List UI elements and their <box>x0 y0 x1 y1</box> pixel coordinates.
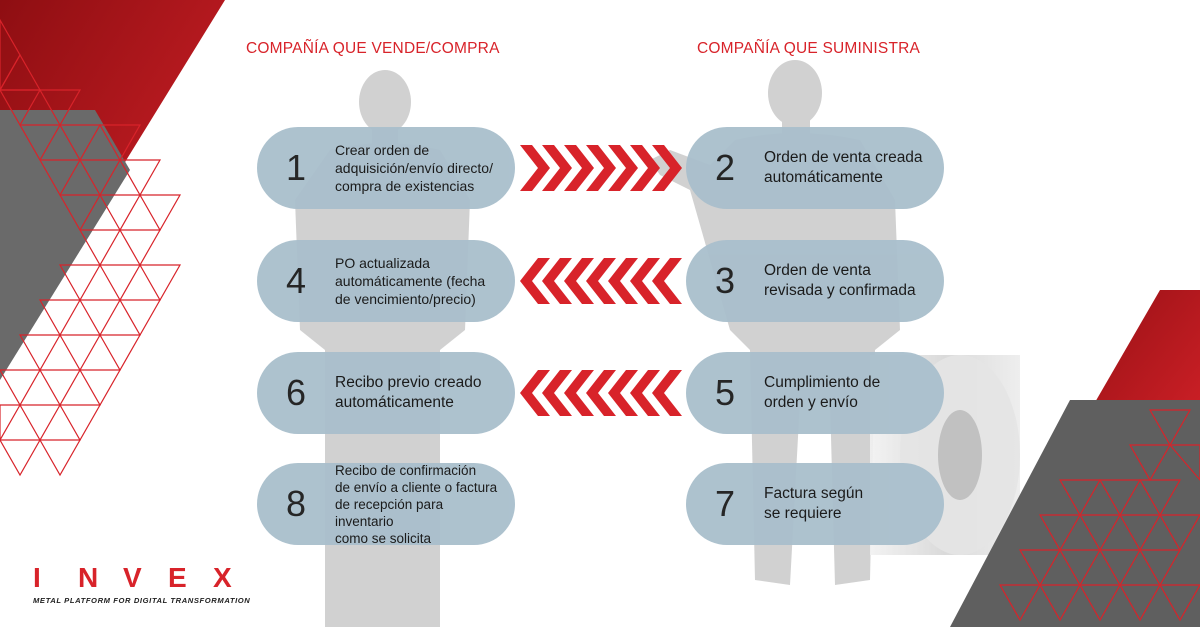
chevron-right-icon <box>586 145 616 191</box>
step-text: Orden de venta revisada y confirmada <box>764 262 916 299</box>
chevron-left-icon <box>564 370 594 416</box>
chevron-left-icon <box>608 258 638 304</box>
step-number: 3 <box>714 260 736 301</box>
logo-tagline: METAL PLATFORM FOR DIGITAL TRANSFORMATIO… <box>33 596 251 605</box>
chevron-left-icon <box>630 258 660 304</box>
chevron-left-icon <box>586 370 616 416</box>
step-text: Orden de venta creada automáticamente <box>764 149 923 186</box>
supplier-header: COMPAÑÍA QUE SUMINISTRA <box>697 40 921 57</box>
chevron-left-icon <box>564 258 594 304</box>
step-pill-3: 3 Orden de venta revisada y confirmada <box>686 240 944 322</box>
chevron-left-icon <box>630 370 660 416</box>
step-pill-1: 1 Crear orden de adquisición/envío direc… <box>257 127 515 209</box>
right-corner-decoration <box>950 290 1200 627</box>
chevron-left-icon <box>608 370 638 416</box>
step-pill-5: 5 Cumplimiento de orden y envío <box>686 352 944 434</box>
step-number: 1 <box>285 147 307 188</box>
chevron-left-icon <box>542 370 572 416</box>
step-pill-4: 4 PO actualizada automáticamente (fecha … <box>257 240 515 322</box>
step-pill-7: 7 Factura según se requiere <box>686 463 944 545</box>
chevron-left-icon <box>542 258 572 304</box>
step-text: PO actualizada automáticamente (fecha de… <box>335 255 486 307</box>
chevron-left-icon <box>652 258 682 304</box>
chevron-right-icon <box>542 145 572 191</box>
seller-buyer-header: COMPAÑÍA QUE VENDE/COMPRA <box>246 40 500 57</box>
chevron-right-icon <box>630 145 660 191</box>
left-corner-decoration <box>0 0 225 477</box>
logo-wordmark: I N V E X <box>33 562 232 593</box>
chevron-right-icon <box>608 145 638 191</box>
chevron-left-icon <box>652 370 682 416</box>
step-text: Factura según se requiere <box>764 485 864 522</box>
step-number: 6 <box>285 372 307 413</box>
step-number: 4 <box>285 260 307 301</box>
step-text: Recibo previo creado automáticamente <box>335 374 482 411</box>
step-number: 8 <box>285 483 307 524</box>
chevron-left-icon <box>520 258 550 304</box>
flow-arrows-5-to-6 <box>520 370 682 416</box>
chevron-right-icon <box>564 145 594 191</box>
step-text: Recibo de confirmación de envío a client… <box>335 462 498 546</box>
chevron-left-icon <box>520 370 550 416</box>
step-text: Cumplimiento de orden y envío <box>764 374 881 411</box>
chevron-right-icon <box>520 145 550 191</box>
invex-logo: I N V E X METAL PLATFORM FOR DIGITAL TRA… <box>33 562 258 605</box>
chevron-right-icon <box>652 145 682 191</box>
step-text: Crear orden de adquisición/envío directo… <box>335 142 493 194</box>
step-number: 5 <box>714 372 736 413</box>
step-number: 7 <box>714 483 736 524</box>
flow-arrows-1-to-2 <box>520 145 682 191</box>
step-pill-2: 2 Orden de venta creada automáticamente <box>686 127 944 209</box>
step-number: 2 <box>714 147 736 188</box>
chevron-left-icon <box>586 258 616 304</box>
flow-arrows-3-to-4 <box>520 258 682 304</box>
step-pill-6: 6 Recibo previo creado automáticamente <box>257 352 515 434</box>
step-pill-8: 8 Recibo de confirmación de envío a clie… <box>257 462 515 546</box>
